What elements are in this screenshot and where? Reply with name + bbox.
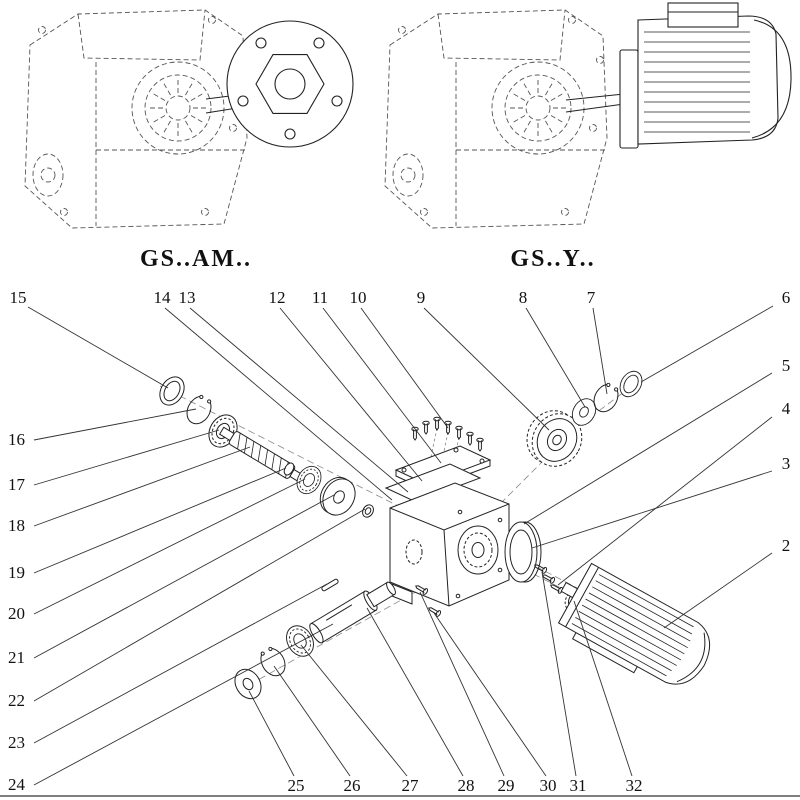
output-flange-drawing: [226, 20, 354, 148]
callout-27: 27: [402, 776, 420, 795]
exploded-parts: [154, 366, 711, 704]
callout-14: 14: [154, 288, 172, 307]
callout-3: 3: [782, 454, 791, 473]
callout-17: 17: [8, 475, 26, 494]
callout-12: 12: [269, 288, 286, 307]
variant-am-drawing: [24, 9, 354, 229]
callout-15: 15: [10, 288, 27, 307]
callout-25: 25: [288, 776, 305, 795]
callout-29: 29: [498, 776, 515, 795]
part-motor: [557, 562, 711, 685]
leader-lines: [27, 305, 774, 786]
part-key: [321, 578, 339, 592]
callout-21: 21: [8, 648, 25, 667]
callout-9: 9: [417, 288, 426, 307]
part-cover-bolts: [411, 416, 484, 452]
callout-8: 8: [519, 288, 528, 307]
callout-11: 11: [312, 288, 328, 307]
part-set-screw: [426, 604, 442, 618]
callout-16: 16: [8, 430, 25, 449]
callout-32: 32: [626, 776, 643, 795]
part-gasket: [384, 463, 482, 503]
callout-6: 6: [782, 288, 791, 307]
part-seal-ring: [615, 366, 647, 402]
motor-drawing: [619, 2, 792, 149]
callout-23: 23: [8, 733, 25, 752]
callout-19: 19: [8, 563, 25, 582]
callout-2: 2: [782, 536, 791, 555]
callout-numbers: 15 14 13 12 11 10 9 8 7 6 5 4 3 2 16 17 …: [8, 288, 791, 795]
callout-5: 5: [782, 356, 791, 375]
part-output-shaft: [309, 581, 396, 644]
callout-22: 22: [8, 691, 25, 710]
part-circlip: [181, 391, 217, 429]
variant-am-label: GS..AM..: [140, 246, 252, 272]
callout-4: 4: [782, 399, 791, 418]
callout-24: 24: [8, 775, 26, 794]
variant-y-label: GS..Y..: [510, 246, 595, 272]
part-housing: [389, 482, 510, 607]
callout-13: 13: [179, 288, 196, 307]
callout-26: 26: [344, 776, 361, 795]
callout-31: 31: [570, 776, 587, 795]
callout-10: 10: [350, 288, 367, 307]
callout-30: 30: [540, 776, 557, 795]
part-gear-disc: [319, 476, 356, 516]
callout-20: 20: [8, 604, 25, 623]
callout-28: 28: [458, 776, 475, 795]
callout-18: 18: [8, 516, 25, 535]
variant-y-drawing: [384, 2, 792, 229]
part-shaft-end: [283, 462, 295, 476]
part-helical-gear: [526, 410, 583, 467]
part-seal-ring: [154, 372, 190, 410]
callout-7: 7: [587, 288, 596, 307]
part-washer: [229, 664, 267, 704]
part-worm-shaft: [218, 426, 306, 484]
part-spacer-ring: [362, 504, 374, 518]
part-flange-ring: [504, 521, 542, 583]
